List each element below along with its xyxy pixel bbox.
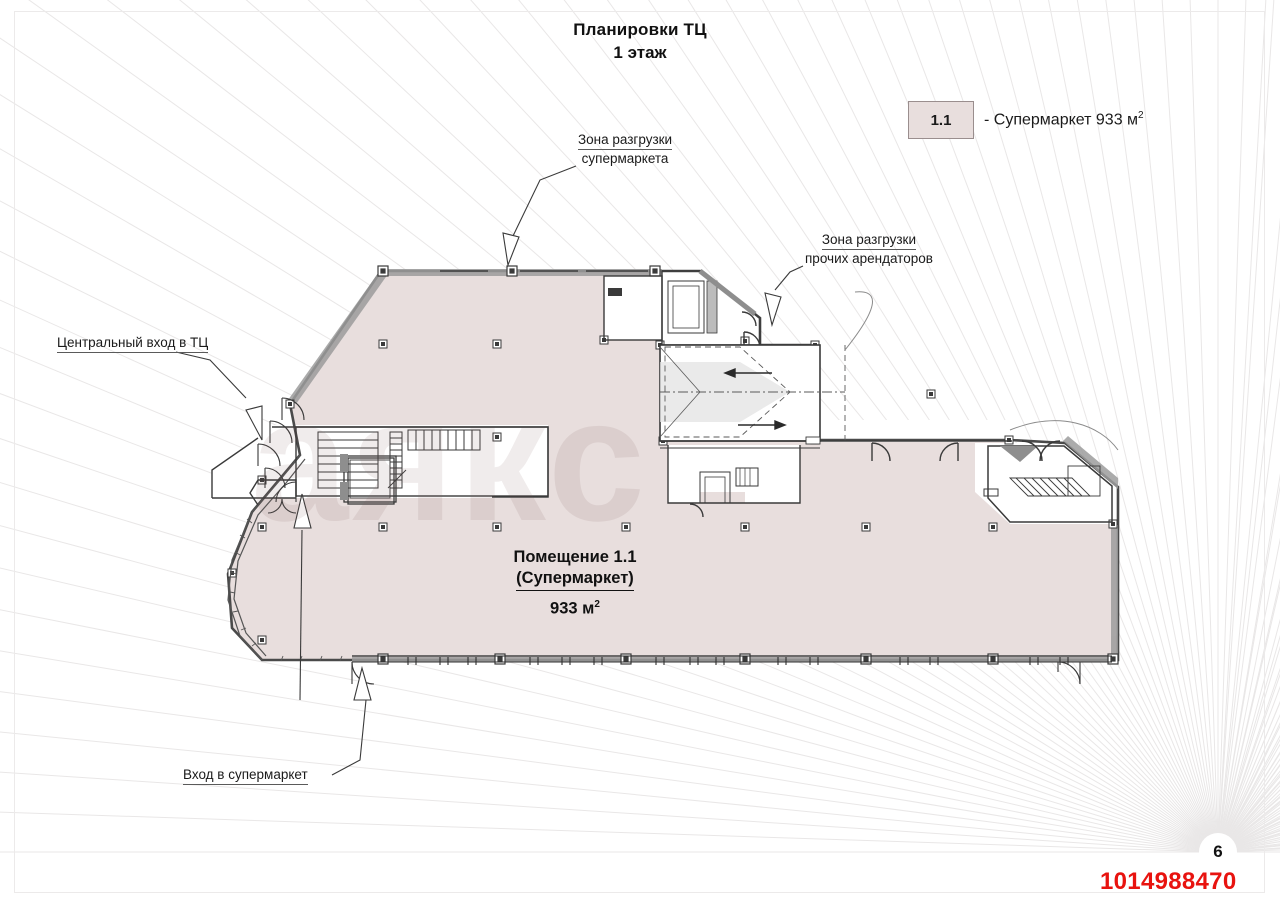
legend-swatch-1-1: 1.1: [908, 101, 974, 139]
east-stairwell: [987, 420, 1119, 523]
legend-description-sup: 2: [1138, 110, 1144, 122]
legend-description: - Супермаркет 933 м2: [984, 110, 1144, 129]
bottom-wall-windows: [352, 655, 1112, 665]
north-service-rooms: [603, 269, 761, 349]
bottom-wall-doors: [351, 661, 1081, 685]
elevator-shaft: [340, 454, 397, 503]
legend: 1.1 - Супермаркет 933 м2: [908, 101, 1144, 139]
legend-description-text: - Супермаркет 933 м: [984, 111, 1139, 129]
document-id: 1014988470: [1100, 868, 1237, 895]
wall-band: [288, 269, 1118, 662]
west-entrance-doors: [257, 397, 305, 514]
mid-corridor-rooms: [660, 436, 1012, 518]
west-core-stairs-lift: [211, 426, 549, 506]
page-number-badge: 6: [1199, 833, 1237, 871]
callout-leaders: [175, 165, 804, 776]
